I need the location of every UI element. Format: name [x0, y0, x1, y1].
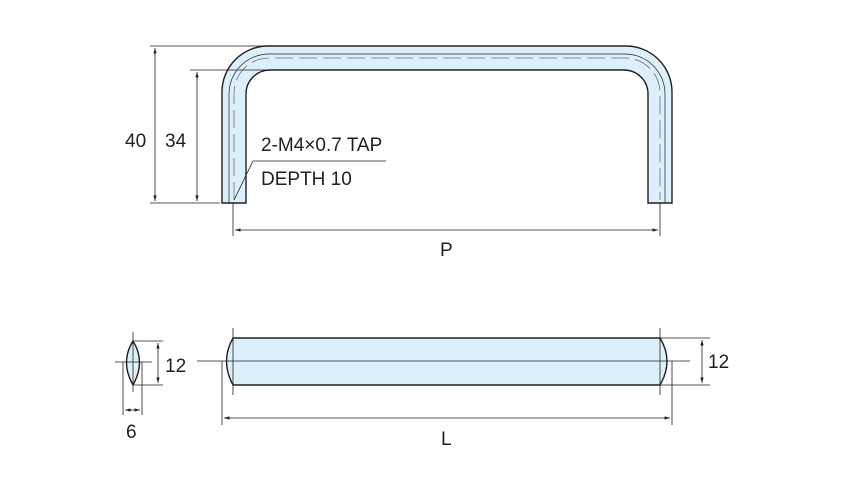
handle-front-body: [221, 45, 673, 204]
tap-note-line1: 2-M4×0.7 TAP: [261, 135, 382, 156]
dim-label-section-12: 12: [165, 356, 186, 377]
dim-label-p: P: [440, 240, 453, 261]
handle-front-detail-line: [228, 53, 666, 203]
dim-label-l: L: [441, 429, 452, 450]
tap-note-line2: DEPTH 10: [261, 169, 352, 190]
dim-label-40: 40: [125, 131, 146, 152]
tap-leader: [233, 160, 386, 201]
handle-top-body: [225, 337, 668, 386]
dim-label-34: 34: [165, 131, 187, 152]
dim-label-bar-12: 12: [708, 352, 729, 373]
dim-label-section-6: 6: [126, 422, 137, 443]
handle-front-center-line: [233, 57, 661, 200]
